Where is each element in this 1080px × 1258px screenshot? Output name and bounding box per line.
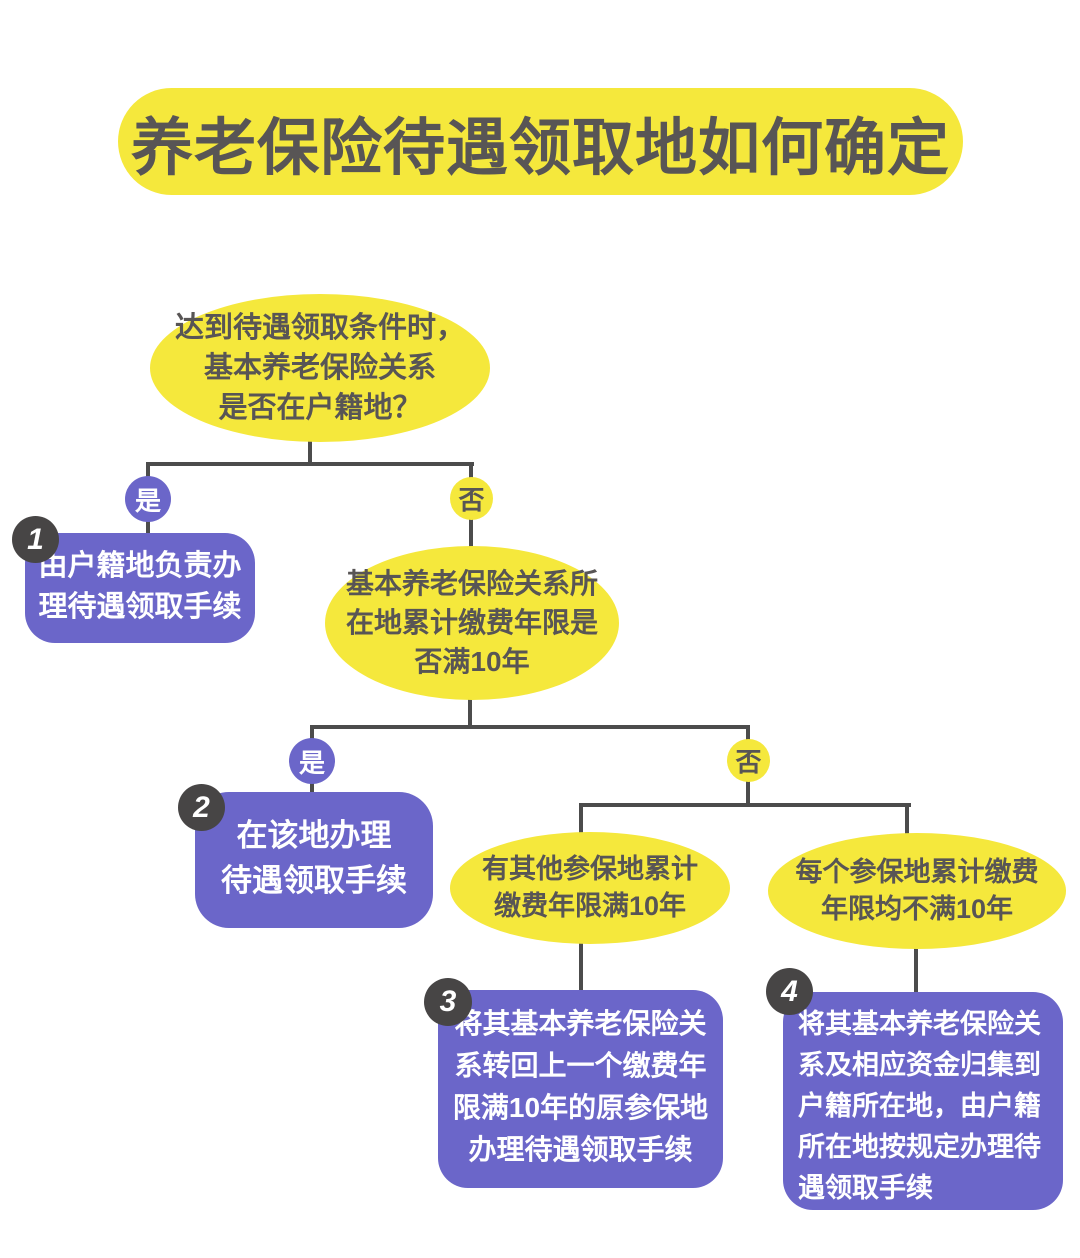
result-2-line: 在该地办理 — [236, 818, 392, 853]
connector-result4-stem — [914, 944, 918, 994]
connector-root-stem — [308, 440, 312, 466]
result-3-line: 将其基本养老保险关 — [454, 1008, 707, 1039]
connector-result3-stem — [579, 940, 583, 992]
connector-years10-stem — [468, 698, 472, 729]
branch-yes-label-1: 是 — [125, 476, 171, 522]
condition-none-place-ellipse: 每个参保地累计缴费 年限均不满10年 — [768, 833, 1066, 949]
result-3-line: 办理待遇领取手续 — [468, 1134, 693, 1165]
decision-root-line: 是否在户籍地？ — [218, 392, 422, 424]
result-4-line: 将其基本养老保险关 — [798, 1009, 1041, 1039]
branch-yes-label-2: 是 — [289, 738, 335, 784]
condition-none-place-line: 每个参保地累计缴费 — [795, 857, 1039, 887]
result-2-box: 在该地办理 待遇领取手续 — [195, 792, 433, 928]
result-4-box: 将其基本养老保险关 系及相应资金归集到 户籍所在地，由户籍 所在地按规定办理待 … — [783, 992, 1063, 1210]
decision-years10-ellipse: 基本养老保险关系所 在地累计缴费年限是 否满10年 — [325, 546, 619, 700]
connector-level3-left-drop — [579, 803, 583, 837]
step-badge-1: 1 — [12, 516, 59, 563]
connector-level3-horizontal — [579, 803, 911, 807]
result-3-line: 限满10年的原参保地 — [452, 1092, 709, 1123]
decision-years10-line: 在地累计缴费年限是 — [345, 607, 598, 638]
decision-root-ellipse: 达到待遇领取条件时， 基本养老保险关系 是否在户籍地？ — [150, 294, 490, 442]
decision-root-line: 基本养老保险关系 — [203, 352, 436, 384]
connector-level1-horizontal — [146, 462, 474, 466]
connector-level3-right-drop — [905, 803, 909, 843]
result-1-box: 由户籍地负责办 理待遇领取手续 — [25, 533, 255, 643]
result-4-line: 系及相应资金归集到 — [798, 1050, 1041, 1080]
connector-level2-horizontal — [310, 725, 750, 729]
result-4-line: 遇领取手续 — [798, 1173, 933, 1203]
branch-no-label-2: 否 — [727, 739, 770, 782]
result-1-line: 由户籍地负责办 — [38, 550, 242, 582]
condition-other-place-line: 有其他参保地累计 — [482, 854, 698, 884]
result-3-line: 系转回上一个缴费年 — [454, 1050, 707, 1081]
result-4-line: 户籍所在地，由户籍 — [798, 1091, 1041, 1121]
page-title: 养老保险待遇领取地如何确定 — [118, 88, 963, 195]
decision-years10-line: 基本养老保险关系所 — [345, 568, 598, 599]
result-2-line: 待遇领取手续 — [221, 863, 407, 898]
result-4-line: 所在地按规定办理待 — [798, 1132, 1041, 1162]
result-3-box: 将其基本养老保险关 系转回上一个缴费年 限满10年的原参保地 办理待遇领取手续 — [438, 990, 723, 1188]
condition-other-place-line: 缴费年限满10年 — [493, 891, 687, 921]
step-badge-4: 4 — [766, 968, 813, 1015]
step-badge-3: 3 — [424, 978, 472, 1026]
decision-root-line: 达到待遇领取条件时， — [174, 312, 465, 344]
result-1-line: 理待遇领取手续 — [38, 591, 242, 623]
decision-years10-line: 否满10年 — [414, 646, 530, 677]
branch-no-label-1: 否 — [450, 477, 493, 520]
condition-other-place-ellipse: 有其他参保地累计 缴费年限满10年 — [450, 832, 730, 944]
step-badge-2: 2 — [178, 784, 225, 831]
condition-none-place-line: 年限均不满10年 — [820, 894, 1014, 924]
